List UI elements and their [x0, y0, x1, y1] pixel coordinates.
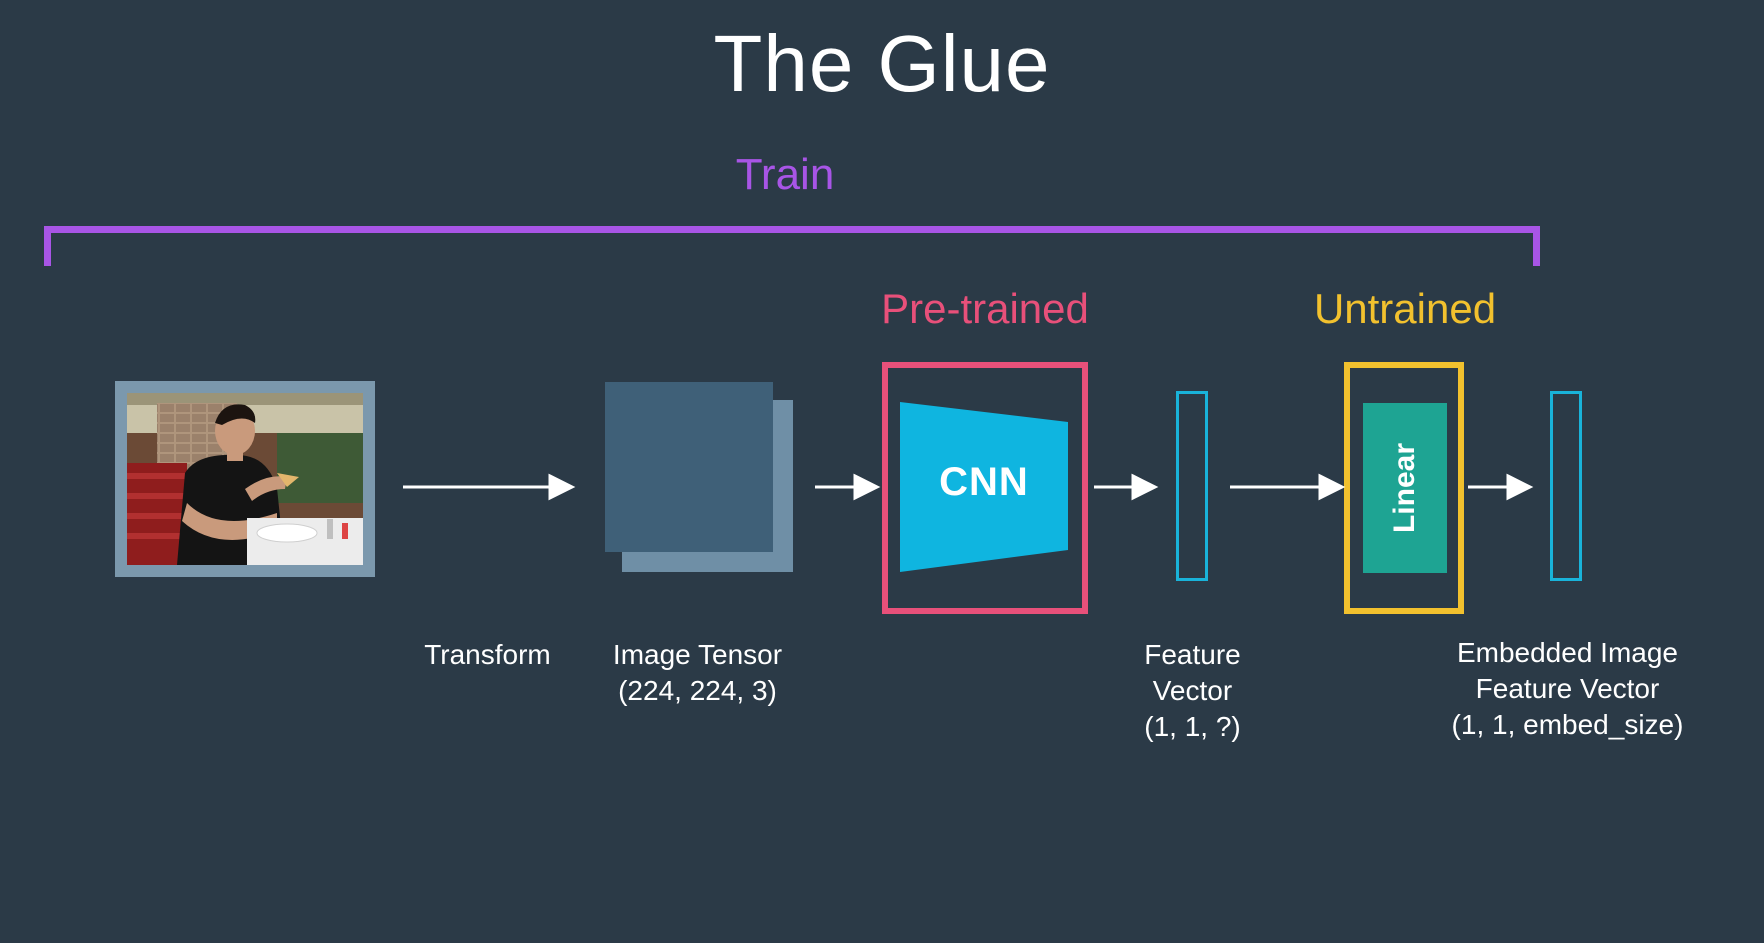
feature-vector — [1176, 391, 1208, 581]
cnn-label: CNN — [939, 460, 1029, 504]
train-bracket — [44, 226, 1540, 266]
input-photo — [127, 393, 363, 565]
caption-feature-vector-line2: Vector — [1152, 675, 1233, 706]
image-tensor-front-layer — [605, 382, 773, 552]
caption-feature-vector-line1: Feature — [1144, 639, 1241, 670]
untrained-label: Untrained — [1313, 285, 1497, 332]
arrowhead-2 — [853, 473, 881, 501]
caption-transform: Transform — [424, 639, 551, 670]
caption-feature-vector: Feature Vector (1, 1, ?) — [1110, 637, 1275, 745]
input-image-frame — [115, 381, 375, 577]
linear-layer-block — [1363, 403, 1447, 573]
cnn-block — [900, 402, 1068, 572]
caption-embedded-line1: Embedded Image — [1456, 637, 1679, 668]
caption-image-tensor: Image Tensor (224, 224, 3) — [580, 637, 815, 709]
arrowhead-3 — [1131, 473, 1159, 501]
pretrained-label: Pre-trained — [881, 285, 1089, 332]
embedded-feature-vector — [1550, 391, 1582, 581]
caption-embedded: Embedded Image Feature Vector (1, 1, emb… — [1430, 635, 1705, 743]
caption-image-tensor-line1: Image Tensor — [612, 639, 783, 670]
caption-feature-vector-line3: (1, 1, ?) — [1144, 711, 1241, 742]
train-label: Train — [735, 150, 835, 199]
caption-embedded-line3: (1, 1, embed_size) — [1451, 709, 1684, 740]
untrained-box — [1344, 362, 1464, 614]
caption-embedded-line2: Feature Vector — [1475, 673, 1660, 704]
photo-illustration — [127, 393, 363, 565]
arrowhead-4 — [1318, 473, 1346, 501]
arrowhead-1 — [548, 473, 576, 501]
caption-image-tensor-line2: (224, 224, 3) — [618, 675, 777, 706]
arrowhead-5 — [1506, 473, 1534, 501]
slide-title: The Glue — [713, 19, 1051, 108]
pretrained-box — [882, 362, 1088, 614]
